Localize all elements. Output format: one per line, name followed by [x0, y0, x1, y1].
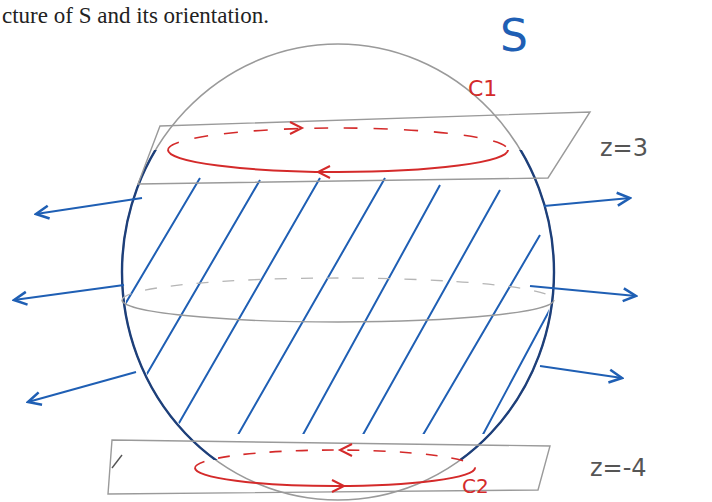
curve-c2 [195, 468, 475, 486]
plane-label: z=-4 [590, 456, 647, 480]
surface-name: S [500, 14, 528, 58]
curve-c1 [168, 150, 508, 172]
surface-hatching [80, 178, 555, 440]
equator [122, 300, 554, 322]
normal-arrows [14, 198, 636, 402]
arrow-c2-front [332, 480, 344, 492]
equator-back [122, 278, 554, 300]
curve-c2-back [195, 450, 475, 468]
pen-mark [112, 455, 122, 468]
curve-name: C1 [468, 78, 497, 100]
caption-fragment: cture of S and its orientation. [2, 4, 269, 27]
arrow-c2-back [340, 444, 352, 456]
plane-label: z=3 [600, 136, 648, 160]
arrow-c1-back [290, 122, 302, 134]
curve-name: C2 [462, 476, 489, 496]
plane-top [138, 112, 590, 184]
arrow-c1-front [318, 166, 330, 178]
sphere-outline [122, 44, 554, 500]
curve-c1-back [168, 128, 508, 150]
